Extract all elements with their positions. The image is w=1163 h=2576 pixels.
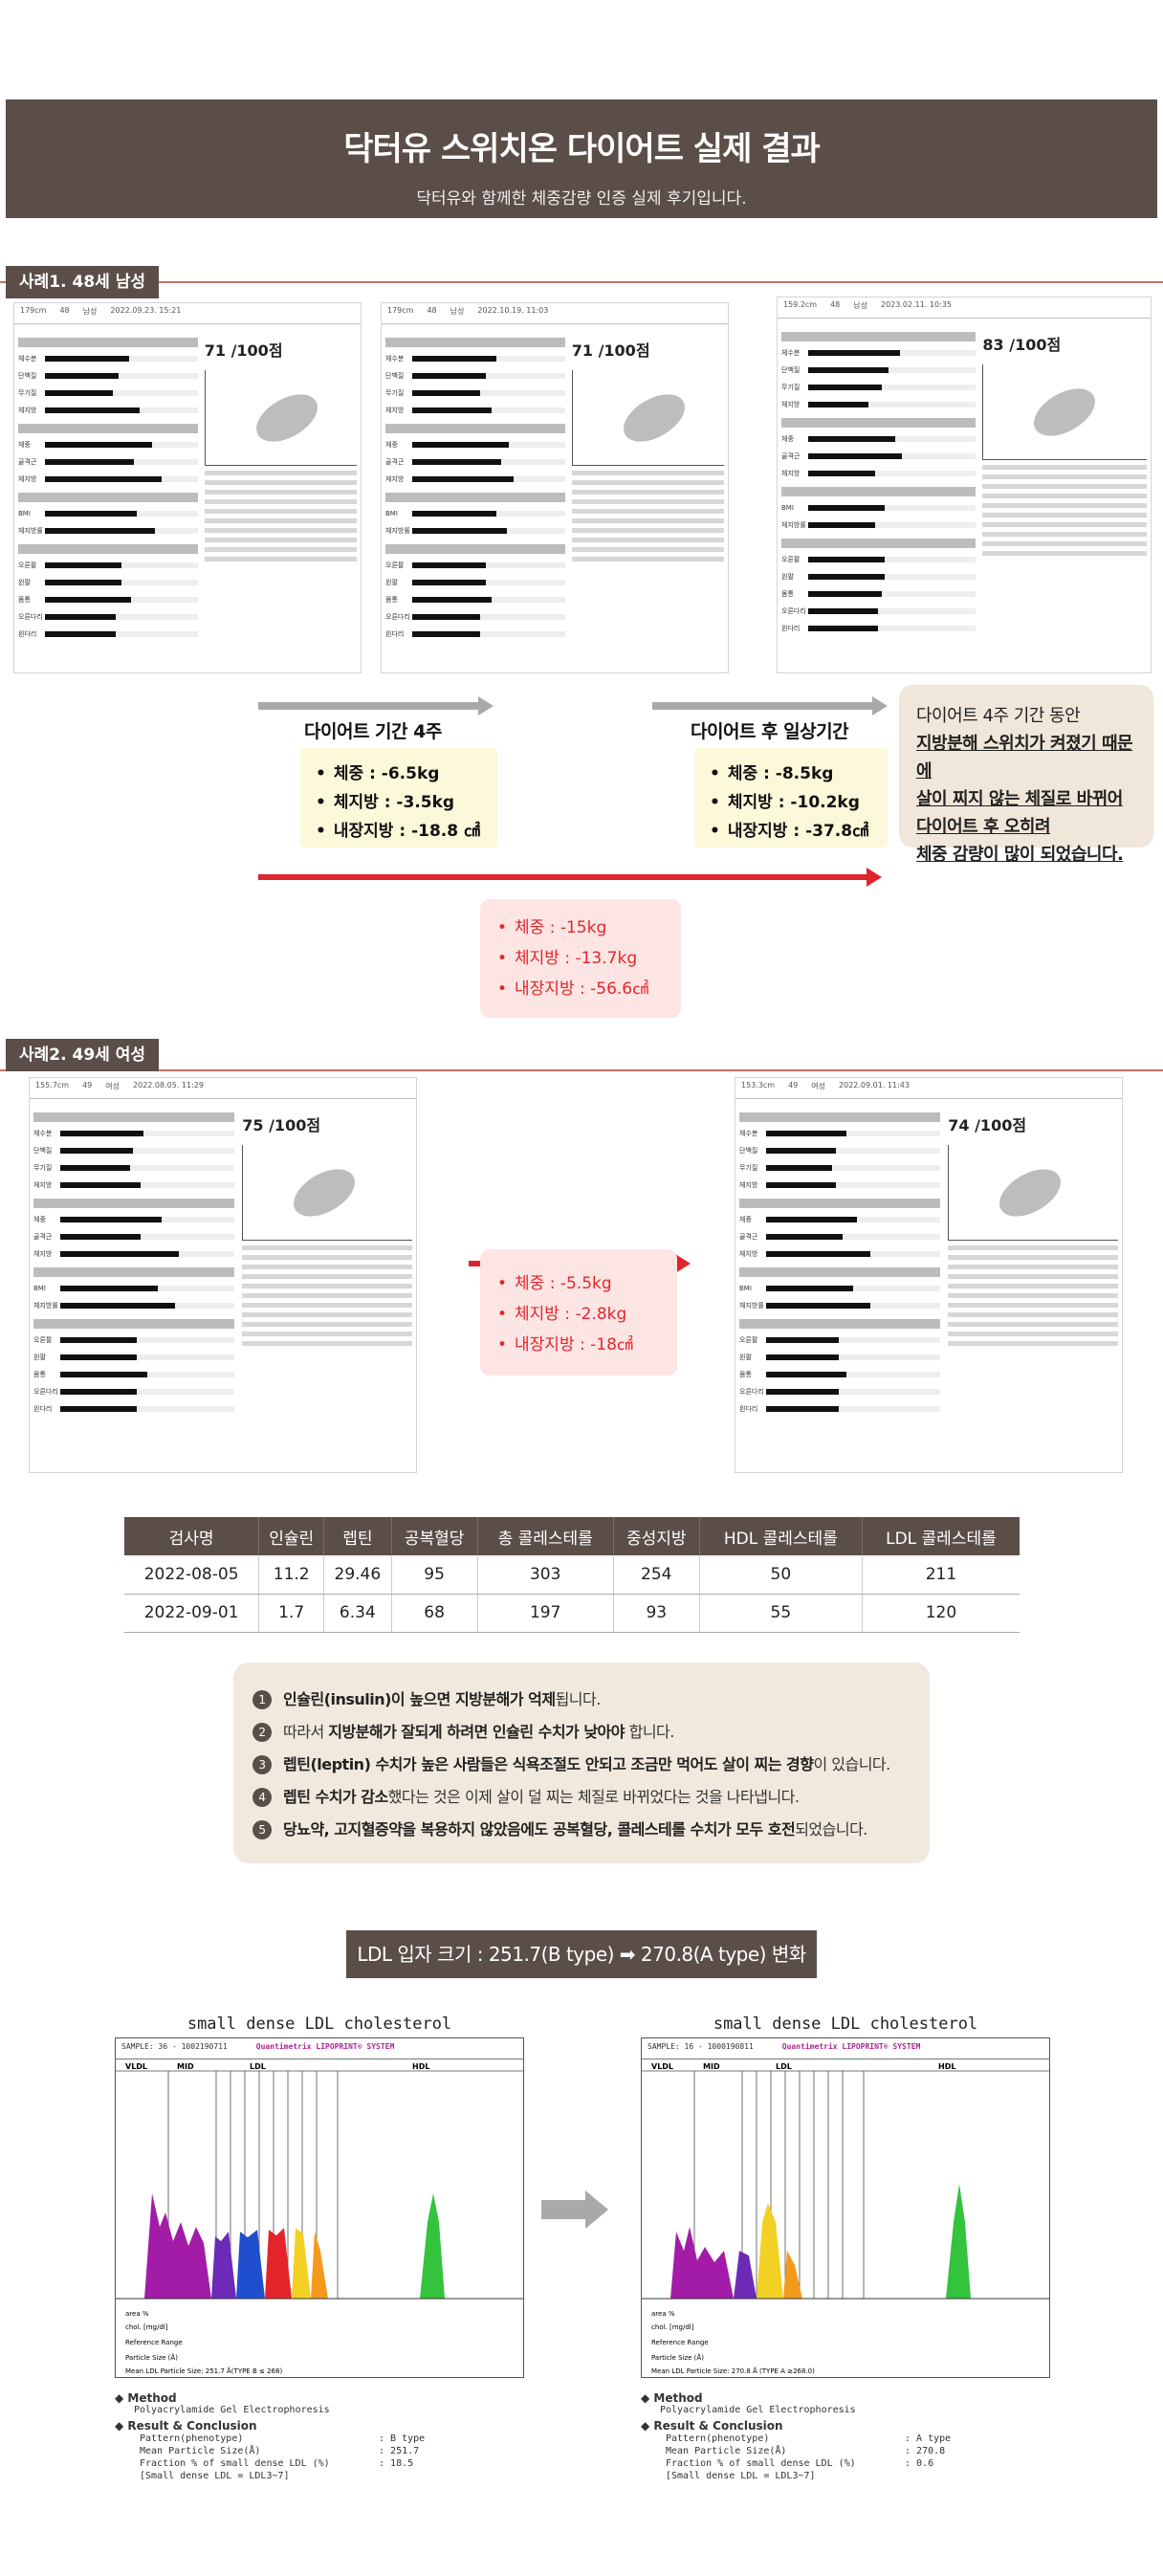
- svg-text:Particle Size (Å): Particle Size (Å): [125, 2353, 178, 2362]
- lab-results-table: 검사명 인슐린 렙틴 공복혈당 총 콜레스테롤 중성지방 HDL 콜레스테롤 L…: [124, 1517, 1020, 1633]
- period2-box: 체중 : -8.5kg 체지방 : -10.2kg 내장지방 : -37.8㎠: [694, 748, 888, 848]
- svg-text:VLDL: VLDL: [125, 2062, 147, 2071]
- svg-text:chol. [mg/dl]: chol. [mg/dl]: [651, 2323, 694, 2331]
- table-cell: 211: [862, 1555, 1020, 1595]
- total-arrow: [258, 868, 882, 887]
- table-cell: 120: [862, 1594, 1020, 1633]
- ldl-before-caption: small dense LDL cholesterol: [187, 2015, 452, 2034]
- period1-box: 체중 : -6.5kg 체지방 : -3.5kg 내장지방 : -18.8 ㎠: [300, 748, 497, 848]
- case1-note: 다이어트 4주 기간 동안 지방분해 스위치가 켜졌기 때문에 살이 찌지 않는…: [899, 685, 1153, 865]
- table-cell: 55: [699, 1594, 863, 1633]
- ldl-before-chart: small dense LDL cholesterol SAMPLE: 36 -…: [115, 2015, 524, 2482]
- svg-text:MID: MID: [703, 2062, 720, 2071]
- table-cell: 11.2: [258, 1555, 325, 1595]
- case1-tag: 사례1. 48세 남성: [6, 266, 159, 298]
- ldl-after-caption: small dense LDL cholesterol: [713, 2015, 978, 2034]
- ldl-before-graph: VLDL MID LDL HDL area %: [116, 2062, 523, 2375]
- svg-text:Mean LDL Particle Size: 270.8: Mean LDL Particle Size: 270.8 Å (TYPE A …: [651, 2367, 815, 2375]
- table-cell: 2022-09-01: [124, 1594, 260, 1633]
- table-cell: 197: [477, 1594, 614, 1633]
- svg-text:area %: area %: [651, 2310, 675, 2318]
- svg-text:area %: area %: [125, 2310, 149, 2318]
- col-header: HDL 콜레스테롤: [699, 1517, 863, 1555]
- col-header: 총 콜레스테롤: [477, 1517, 614, 1555]
- ldl-change-arrow: [541, 2191, 608, 2229]
- svg-text:Particle Size (Å): Particle Size (Å): [651, 2353, 704, 2362]
- hero-banner: 닥터유 스위치온 다이어트 실제 결과 닥터유와 함께한 체중감량 인증 실제 …: [6, 99, 1157, 218]
- col-header: 중성지방: [613, 1517, 700, 1555]
- svg-text:HDL: HDL: [938, 2062, 955, 2071]
- table-cell: 95: [391, 1555, 478, 1595]
- ldl-after-chart: small dense LDL cholesterol SAMPLE: 16 -…: [641, 2015, 1050, 2482]
- table-cell: 6.34: [323, 1594, 392, 1633]
- table-row: 2022-08-05 11.2 29.46 95 303 254 50 211: [124, 1555, 1020, 1595]
- ldl-after-method: Method Polyacrylamide Gel Electrophoresi…: [641, 2391, 1050, 2482]
- col-header: 렙틴: [323, 1517, 392, 1555]
- period1-arrow: [258, 696, 494, 716]
- ldl-title: LDL 입자 크기 : 251.7(B type) ➡ 270.8(A type…: [346, 1930, 817, 1978]
- svg-text:chol. [mg/dl]: chol. [mg/dl]: [125, 2323, 168, 2331]
- table-cell: 303: [477, 1555, 614, 1595]
- svg-text:LDL: LDL: [250, 2062, 266, 2071]
- svg-text:Reference Range: Reference Range: [125, 2339, 183, 2346]
- svg-text:Mean LDL Particle Size: 251.7: Mean LDL Particle Size: 251.7 Å(TYPE B ≤…: [125, 2367, 282, 2375]
- period1-label: 다이어트 기간 4주: [304, 721, 442, 742]
- col-header: 인슐린: [258, 1517, 325, 1555]
- table-cell: 29.46: [323, 1555, 392, 1595]
- svg-text:MID: MID: [177, 2062, 194, 2071]
- page-title: 닥터유 스위치온 다이어트 실제 결과: [343, 130, 821, 168]
- case2-tag: 사례2. 49세 여성: [6, 1039, 159, 1071]
- page-subtitle: 닥터유와 함께한 체중감량 인증 실제 후기입니다.: [416, 189, 747, 209]
- table-cell: 1.7: [258, 1594, 325, 1633]
- table-cell: 50: [699, 1555, 863, 1595]
- col-header: 검사명: [124, 1517, 260, 1555]
- ldl-after-graph: VLDL MID LDL HDL area % chol. [mg: [642, 2062, 1049, 2375]
- period2-label: 다이어트 후 일상기간: [691, 721, 849, 742]
- case1-divider: [0, 281, 1163, 283]
- table-cell: 68: [391, 1594, 478, 1633]
- svg-text:VLDL: VLDL: [651, 2062, 673, 2071]
- period2-arrow: [652, 696, 888, 716]
- table-cell: 254: [613, 1555, 700, 1595]
- case2-result-box: 체중 : -5.5kg 체지방 : -2.8kg 내장지방 : -18㎠: [480, 1249, 677, 1376]
- table-cell: 2022-08-05: [124, 1555, 260, 1595]
- case2-divider: [0, 1069, 1163, 1071]
- ldl-before-method: Method Polyacrylamide Gel Electrophoresi…: [115, 2391, 524, 2482]
- table-cell: 93: [613, 1594, 700, 1633]
- col-header: 공복혈당: [391, 1517, 478, 1555]
- svg-text:Reference Range: Reference Range: [651, 2339, 709, 2346]
- table-header-row: 검사명 인슐린 렙틴 공복혈당 총 콜레스테롤 중성지방 HDL 콜레스테롤 L…: [124, 1517, 1020, 1555]
- col-header: LDL 콜레스테롤: [862, 1517, 1020, 1555]
- table-row: 2022-09-01 1.7 6.34 68 197 93 55 120: [124, 1594, 1020, 1633]
- svg-text:HDL: HDL: [412, 2062, 429, 2071]
- svg-text:LDL: LDL: [776, 2062, 792, 2071]
- case1-total-box: 체중 : -15kg 체지방 : -13.7kg 내장지방 : -56.6㎠: [480, 899, 681, 1018]
